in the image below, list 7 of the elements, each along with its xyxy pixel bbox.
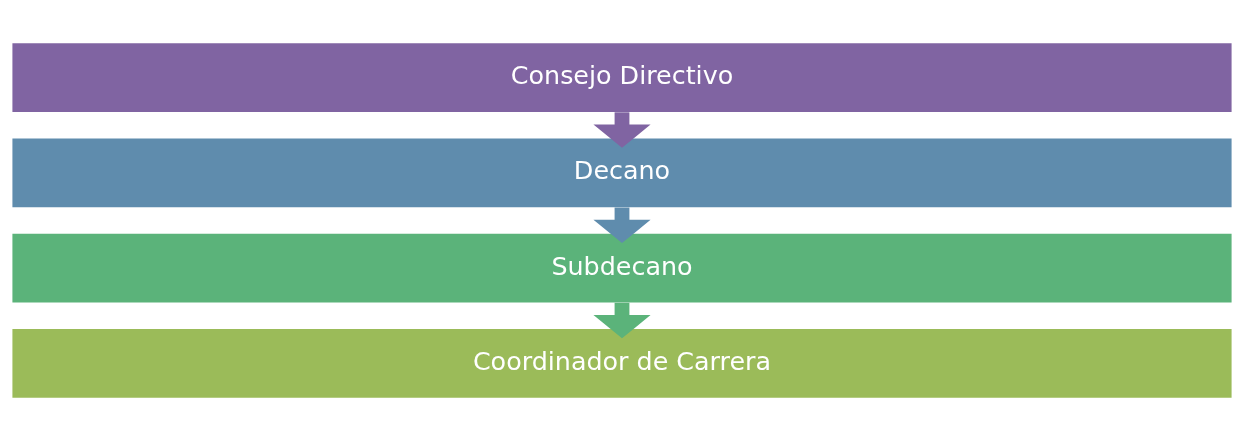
node-box: Subdecano xyxy=(12,233,1232,302)
arrow xyxy=(593,111,651,148)
arrow xyxy=(593,207,651,243)
node-box: Consejo Directivo xyxy=(12,42,1232,112)
node-box: Decano xyxy=(12,138,1232,207)
node-box: Coordinador de Carrera xyxy=(12,328,1232,398)
arrow xyxy=(593,302,651,338)
